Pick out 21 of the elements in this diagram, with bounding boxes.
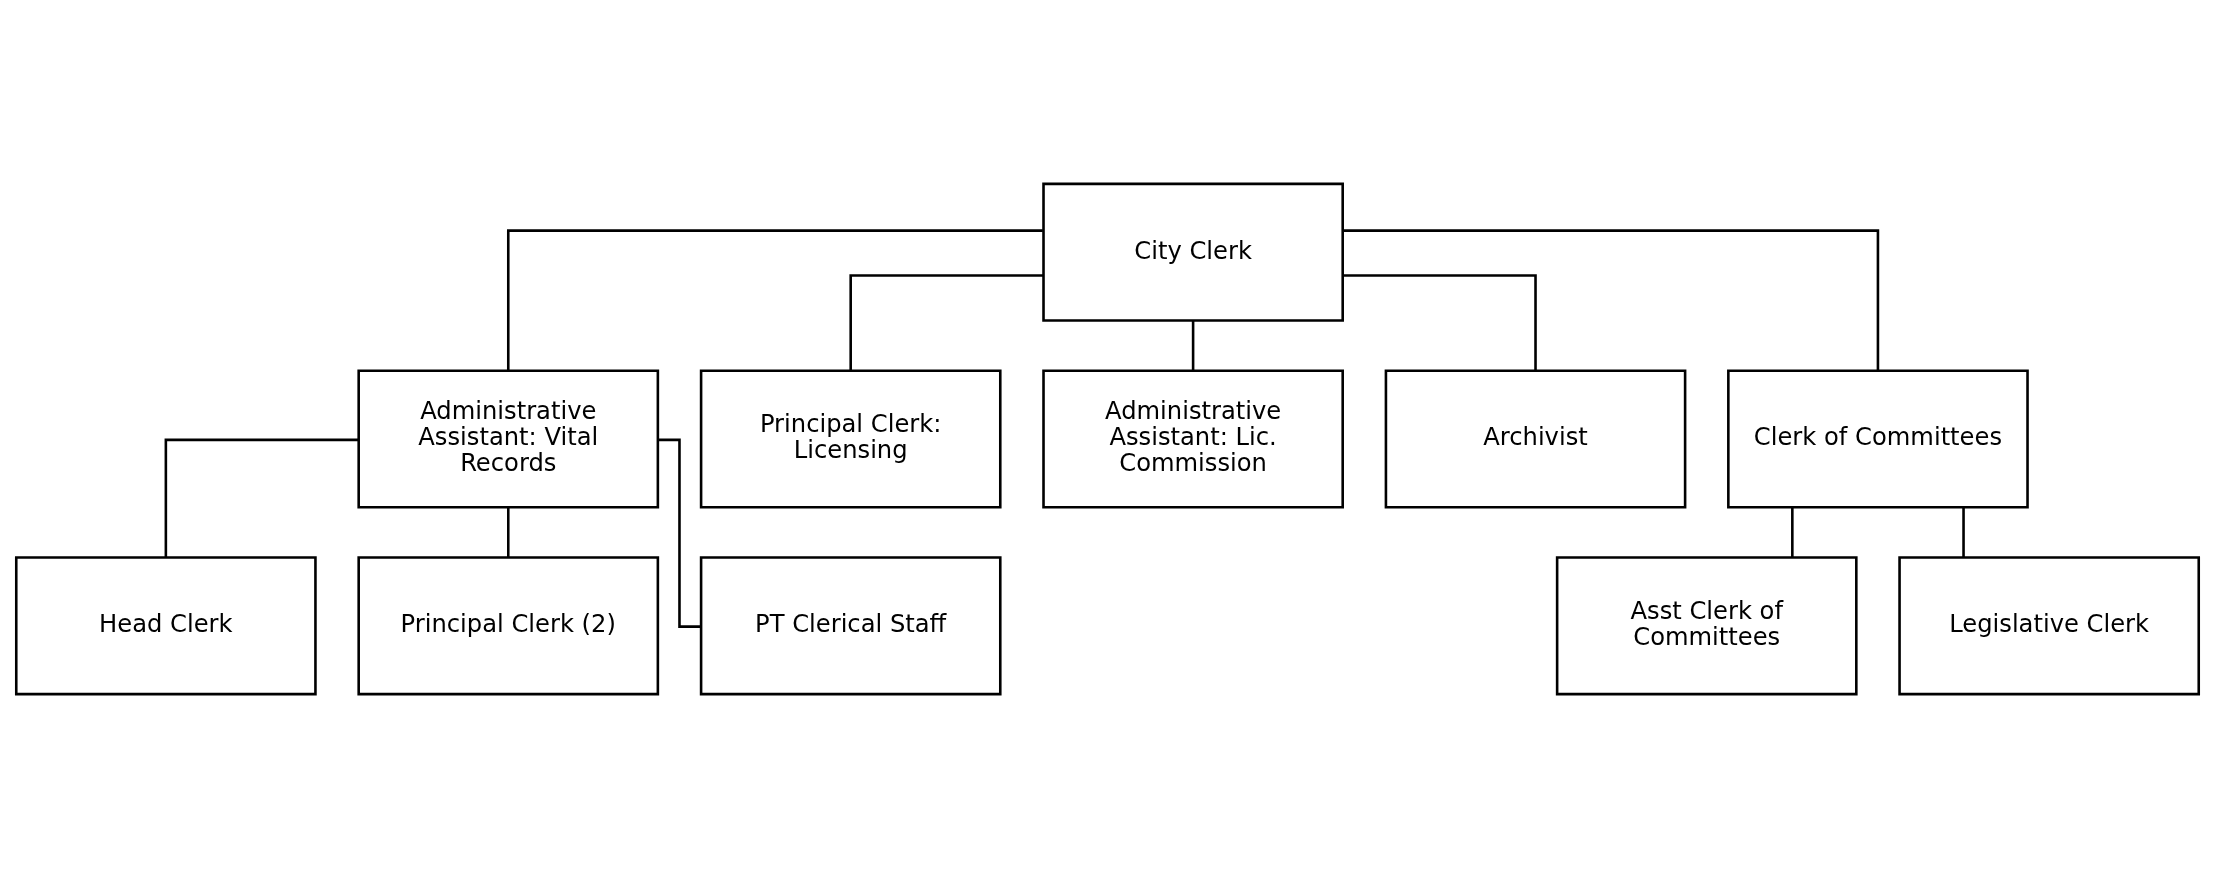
node-box: Administrative Assistant: Lic. Commission <box>1042 368 1344 509</box>
node-box: PT Clerical Staff <box>699 555 1002 695</box>
connector <box>849 273 1044 371</box>
connector <box>1191 320 1195 370</box>
node-box: Administrative Assistant: Vital Records <box>357 368 660 509</box>
connector <box>1343 228 1880 370</box>
node-box: Principal Clerk: Licensing <box>699 368 1002 509</box>
connector <box>164 438 359 557</box>
connector <box>658 438 701 628</box>
node-box: Principal Clerk (2) <box>357 555 660 695</box>
node-box: Head Clerk <box>14 555 317 695</box>
connector <box>506 228 1043 370</box>
node-box: Clerk of Committees <box>1727 368 2029 509</box>
connector <box>1791 507 1794 557</box>
connector <box>1342 273 1537 371</box>
connector <box>506 507 510 557</box>
node-box: Archivist <box>1384 368 1687 509</box>
node-box: City Clerk <box>1042 182 1344 322</box>
node-box: Asst Clerk of Committees <box>1555 555 1858 695</box>
connector <box>1962 507 1965 557</box>
node-box: Legislative Clerk <box>1898 555 2201 695</box>
